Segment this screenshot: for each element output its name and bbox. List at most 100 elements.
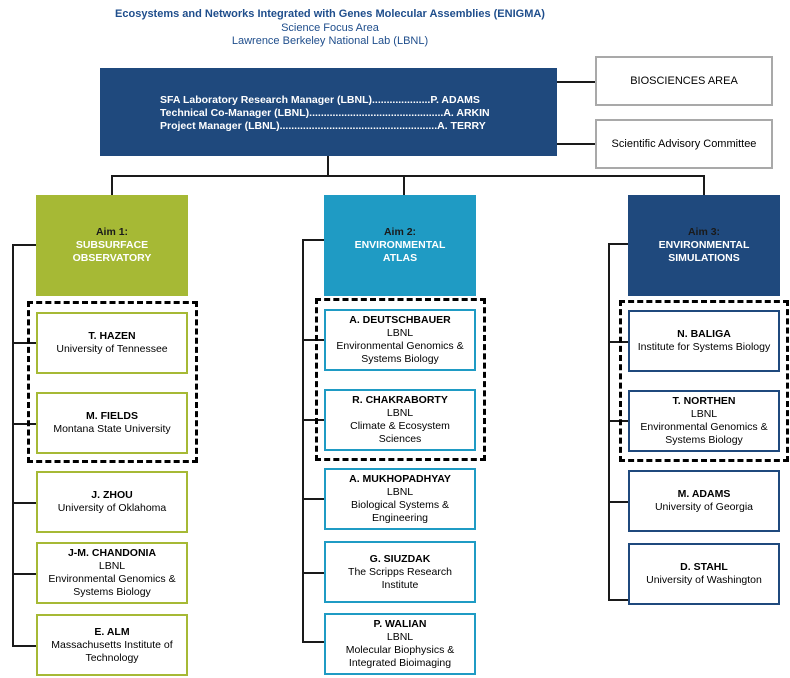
connector-aim3-drop xyxy=(703,175,705,195)
aim3-title-line1: ENVIRONMENTAL xyxy=(658,239,750,251)
member-affiliation: Molecular Biophysics & xyxy=(345,644,455,656)
member-card-adams: M. ADAMS University of Georgia xyxy=(628,470,780,532)
aim2-spine-top xyxy=(302,239,324,241)
aim2-branch xyxy=(302,572,324,574)
aim1-branch xyxy=(12,423,36,425)
aim1-group-outline xyxy=(27,301,198,463)
aim3-branch xyxy=(608,341,628,343)
member-affiliation: The Scripps Research xyxy=(348,565,452,578)
member-card-zhou: J. ZHOU University of Oklahoma xyxy=(36,471,188,533)
member-name: A. DEUTSCHBAUER xyxy=(349,314,451,326)
connector-aim2-drop xyxy=(403,175,405,195)
aim2-branch xyxy=(302,339,324,341)
member-affiliation: Systems Biology xyxy=(665,434,743,446)
diagram-subtitle-lab: Lawrence Berkeley National Lab (LBNL) xyxy=(231,35,429,47)
aim3-header: Aim 3: ENVIRONMENTAL SIMULATIONS xyxy=(628,195,780,296)
aim2-spine xyxy=(302,239,304,643)
member-card-chakraborty: R. CHAKRABORTY LBNL Climate & Ecosystem … xyxy=(324,389,476,451)
member-affiliation: Environmental Genomics & xyxy=(336,340,464,352)
aim3-branch xyxy=(608,420,628,422)
diagram-title: Ecosystems and Networks Integrated with … xyxy=(115,8,545,20)
biosciences-area-box: BIOSCIENCES AREA xyxy=(595,56,773,106)
member-name: A. MUKHOPADHYAY xyxy=(349,473,451,485)
member-affiliation: Systems Biology xyxy=(361,353,439,365)
aim3-label: Aim 3: xyxy=(687,226,721,238)
scientific-advisory-label: Scientific Advisory Committee xyxy=(611,138,757,150)
member-name: G. SIUZDAK xyxy=(369,552,431,565)
member-card-chandonia: J-M. CHANDONIA LBNL Environmental Genomi… xyxy=(36,542,188,604)
member-affiliation: Environmental Genomics & xyxy=(640,421,768,433)
aim3-branch xyxy=(608,599,628,601)
member-name: P. WALIAN xyxy=(373,618,427,630)
aim3-title-line2: SIMULATIONS xyxy=(668,252,740,264)
aim2-label: Aim 2: xyxy=(383,226,417,238)
aim3-spine xyxy=(608,243,610,601)
member-card-stahl: D. STAHL University of Washington xyxy=(628,543,780,605)
member-card-alm: E. ALM Massachusetts Institute of Techno… xyxy=(36,614,188,676)
leadership-line-2: Technical Co-Manager (LBNL).............… xyxy=(160,107,490,119)
member-name: T. NORTHEN xyxy=(672,395,736,407)
aim1-branch xyxy=(12,502,36,504)
member-affiliation: Biological Systems & xyxy=(350,499,450,511)
aim2-branch xyxy=(302,641,324,643)
member-card-fields: M. FIELDS Montana State University xyxy=(36,392,188,454)
aim2-branch xyxy=(302,498,324,500)
leadership-line-3: Project Manager (LBNL)..................… xyxy=(160,120,486,132)
member-name: D. STAHL xyxy=(680,561,728,573)
member-affiliation: Montana State University xyxy=(53,423,171,435)
aim2-header: Aim 2: ENVIRONMENTAL ATLAS xyxy=(324,195,476,296)
connector-trunk xyxy=(327,156,329,176)
biosciences-area-label: BIOSCIENCES AREA xyxy=(630,75,738,87)
member-affiliation: University of Georgia xyxy=(654,501,754,513)
member-affiliation: Institute for Systems Biology xyxy=(637,341,771,353)
member-name: J. ZHOU xyxy=(91,489,133,501)
connector-advisory xyxy=(557,143,595,145)
member-name: M. FIELDS xyxy=(86,410,138,422)
member-affiliation: LBNL xyxy=(386,486,414,498)
scientific-advisory-box: Scientific Advisory Committee xyxy=(595,119,773,169)
aim3-spine-top xyxy=(608,243,628,245)
member-name: J-M. CHANDONIA xyxy=(67,547,157,559)
aim3-group-outline xyxy=(619,300,789,462)
aim3-branch xyxy=(608,501,628,503)
aim1-header: Aim 1: SUBSURFACE OBSERVATORY xyxy=(36,195,188,296)
aim2-group-outline xyxy=(315,298,486,461)
leadership-line-1: SFA Laboratory Research Manager (LBNL)..… xyxy=(160,94,480,106)
aim1-spine-top xyxy=(12,244,36,246)
member-card-siuzdak: G. SIUZDAK The Scripps Research Institut… xyxy=(324,541,476,603)
member-name: T. HAZEN xyxy=(88,330,136,342)
member-affiliation: LBNL xyxy=(386,407,414,419)
member-affiliation: University of Tennessee xyxy=(56,343,168,355)
aim1-spine xyxy=(12,244,14,647)
member-affiliation: Systems Biology xyxy=(73,586,151,598)
diagram-subtitle-sfa: Science Focus Area xyxy=(281,22,379,34)
member-affiliation: Climate & Ecosystem xyxy=(350,420,450,432)
member-affiliation: Engineering xyxy=(371,512,429,524)
member-card-deutschbauer: A. DEUTSCHBAUER LBNL Environmental Genom… xyxy=(324,309,476,371)
connector-aim1-drop xyxy=(111,175,113,195)
member-card-hazen: T. HAZEN University of Tennessee xyxy=(36,312,188,374)
aim1-title-line2: OBSERVATORY xyxy=(72,252,152,264)
connector-biosciences xyxy=(557,81,595,83)
member-card-mukhopadhyay: A. MUKHOPADHYAY LBNL Biological Systems … xyxy=(324,468,476,530)
aim1-branch xyxy=(12,342,36,344)
member-affiliation: Institute xyxy=(381,578,419,591)
member-name: R. CHAKRABORTY xyxy=(352,394,448,406)
member-card-northen: T. NORTHEN LBNL Environmental Genomics &… xyxy=(628,390,780,452)
member-affiliation: Massachusetts Institute of xyxy=(51,638,173,651)
member-affiliation: LBNL xyxy=(386,631,414,643)
member-card-walian: P. WALIAN LBNL Molecular Biophysics & In… xyxy=(324,613,476,675)
member-affiliation: LBNL xyxy=(98,560,126,572)
aim2-title-line1: ENVIRONMENTAL xyxy=(354,239,446,251)
member-affiliation: University of Washington xyxy=(646,574,762,586)
aim2-title-line2: ATLAS xyxy=(382,252,418,264)
member-affiliation: Integrated Bioimaging xyxy=(348,657,452,669)
aim1-branch xyxy=(12,573,36,575)
member-affiliation: Environmental Genomics & xyxy=(48,573,176,585)
member-affiliation: University of Oklahoma xyxy=(57,502,167,514)
member-name: M. ADAMS xyxy=(677,488,731,500)
aim1-title-line1: SUBSURFACE xyxy=(75,239,149,251)
aim2-branch xyxy=(302,419,324,421)
member-affiliation: Sciences xyxy=(378,433,422,445)
member-card-baliga: N. BALIGA Institute for Systems Biology xyxy=(628,310,780,372)
